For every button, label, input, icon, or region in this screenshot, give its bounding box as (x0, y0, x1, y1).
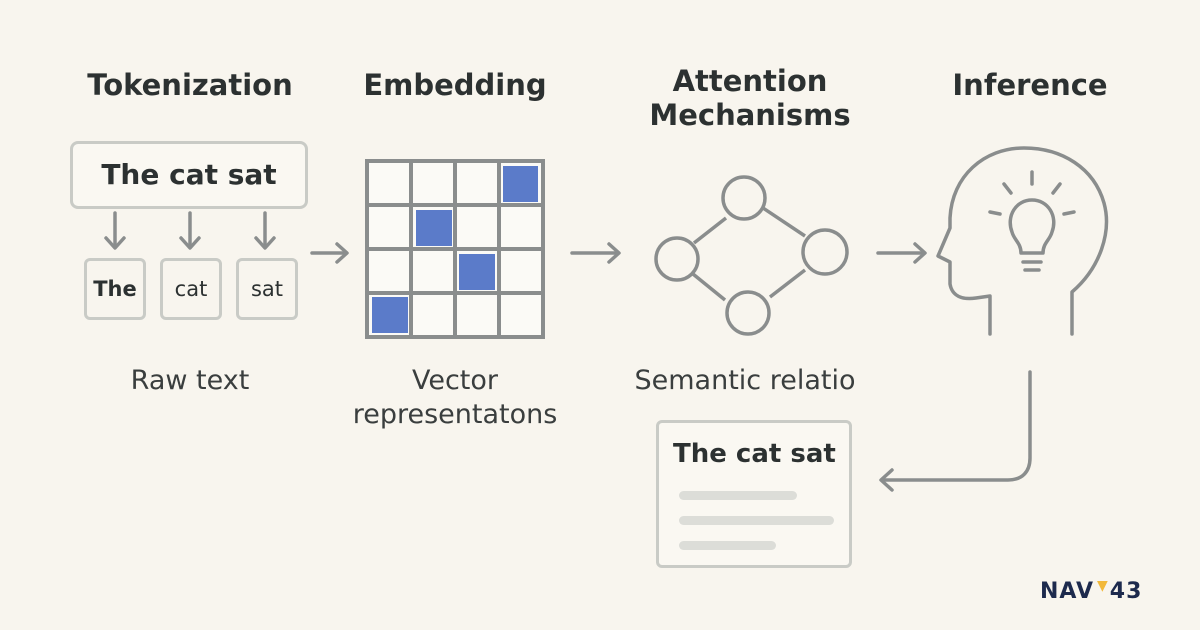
embedding-cell-highlight (416, 210, 452, 246)
embedding-cell-highlight (372, 297, 408, 333)
text-line-placeholder (679, 516, 834, 525)
sentence-text: The cat sat (101, 158, 277, 191)
text-line-placeholder (679, 491, 797, 500)
title-attention-line-1: Attention (672, 64, 828, 98)
token-text: cat (174, 277, 208, 301)
logo-text-right: 43 (1109, 579, 1143, 604)
caption-semantic: Semantic relatio (634, 365, 856, 396)
arrow-right-icon (310, 242, 349, 264)
token-box-cat: cat (160, 258, 222, 320)
caption-vector: Vector representatons (330, 364, 580, 432)
title-embedding: Embedding (363, 68, 547, 102)
graph-network-icon (654, 175, 849, 336)
arrow-right-icon (570, 242, 621, 264)
arrow-right-icon (876, 242, 927, 264)
title-tokenization: Tokenization (87, 68, 293, 102)
nav43-logo: NAV▼43 (1040, 578, 1142, 604)
arrow-down-icon (104, 211, 126, 250)
title-inference: Inference (952, 68, 1108, 102)
caption-vector-line-2: representatons (352, 399, 558, 430)
logo-accent-icon: ▼ (1096, 578, 1109, 594)
token-text: The (93, 277, 137, 301)
embedding-cell-highlight (503, 166, 538, 202)
token-box-sat: sat (236, 258, 298, 320)
output-text: The cat sat (673, 439, 836, 469)
sentence-box: The cat sat (70, 141, 308, 209)
text-line-placeholder (679, 541, 776, 550)
title-attention-line-2: Mechanisms (649, 98, 851, 132)
head-lightbulb-icon (936, 146, 1109, 336)
caption-vector-line-1: Vector (411, 365, 499, 396)
token-text: sat (250, 277, 284, 301)
embedding-grid (365, 159, 545, 339)
arrow-down-icon (254, 211, 276, 250)
title-attention: Attention Mechanisms (615, 64, 885, 132)
arrow-down-icon (179, 211, 201, 250)
return-arrow-icon (879, 370, 1032, 492)
token-box-the: The (84, 258, 146, 320)
output-card: The cat sat (656, 420, 852, 568)
caption-raw-text: Raw text (130, 365, 250, 396)
embedding-cell-highlight (459, 254, 495, 290)
logo-text-left: NAV (1040, 579, 1094, 604)
